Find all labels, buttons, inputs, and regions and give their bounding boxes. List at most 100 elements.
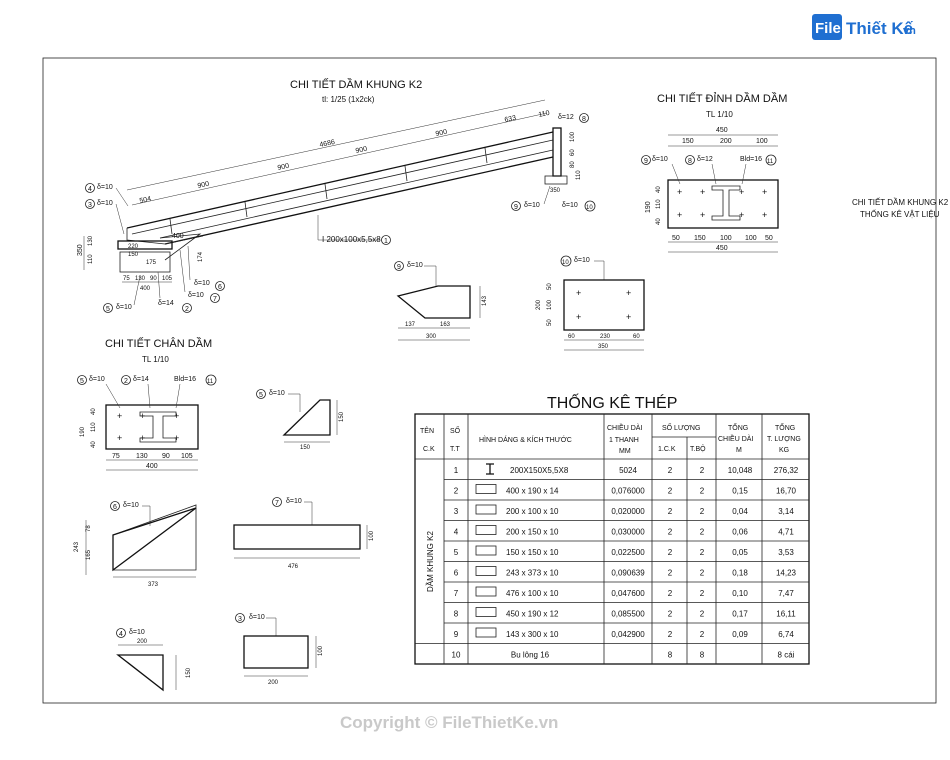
ridge-end-plate-bottom — [544, 175, 568, 185]
callout-label: δ=10 — [286, 498, 302, 505]
base-left-dim: 110 — [91, 422, 97, 432]
callout-number: 11 — [767, 159, 774, 165]
hdr-tl2: T. LƯỢNG — [767, 436, 801, 443]
length-per-bar: 0,076000 — [611, 487, 645, 496]
hdr-sl1: 1.C.K — [658, 446, 676, 453]
callout-label: δ=12 — [558, 114, 574, 121]
callout-label: δ=10 — [97, 184, 113, 191]
callout-9: 9 δ=10 — [511, 185, 551, 211]
length-per-bar: 5024 — [619, 466, 637, 475]
ridge-bottom-total: 450 — [716, 245, 728, 252]
stiffener — [244, 201, 248, 218]
part-4: 4 δ=10 200 150 — [116, 628, 192, 692]
length-per-bar: 0,020000 — [611, 507, 645, 516]
i-beam-icon — [486, 463, 494, 475]
part-10-plate — [563, 279, 645, 331]
callout-number: 2 — [185, 306, 189, 313]
qty-per-frame: 2 — [668, 589, 673, 598]
svg-text:+: + — [140, 411, 145, 421]
shape-dims: 200X150X5,5X8 — [510, 466, 569, 475]
part-10-hdim: 50 — [547, 283, 553, 290]
qty-total: 2 — [700, 487, 705, 496]
ridge-left-dim: 40 — [656, 218, 662, 225]
right-width: 350 — [550, 188, 561, 194]
qty-total: 2 — [700, 630, 705, 639]
total-weight: 8 cái — [778, 651, 795, 660]
stiffener — [169, 218, 173, 235]
callout-number: 2 — [124, 378, 128, 385]
callout-label: Bld=16 — [174, 376, 196, 383]
callout-label: Bld=16 — [740, 156, 762, 163]
ridge-top-dim: 200 — [720, 138, 732, 145]
hdr-so: SỐ — [450, 425, 461, 435]
qty-total: 8 — [700, 651, 705, 660]
segment-dim: 900 — [355, 146, 368, 155]
ridge-top-total: 450 — [716, 127, 728, 134]
qty-total: 2 — [700, 548, 705, 557]
base-left-dim: 40 — [91, 408, 97, 415]
part-9-width: 300 — [426, 334, 437, 340]
callout-label: δ=10 — [116, 304, 132, 311]
callout-number: 7 — [213, 296, 217, 303]
shape-dims: 200 x 150 x 10 — [506, 528, 559, 537]
part-10-hdim: 50 — [547, 319, 553, 326]
qty-total: 2 — [700, 589, 705, 598]
qty-per-frame: 2 — [668, 569, 673, 578]
callout-10: 10 δ=10 — [562, 200, 596, 212]
callout-number: 6 — [218, 284, 222, 291]
callout-number: 3 — [88, 202, 92, 209]
callout-label: δ=14 — [133, 376, 149, 383]
base-plate-lower — [119, 251, 171, 273]
ridge-bottom-dim: 150 — [694, 235, 706, 242]
part-7-width: 476 — [288, 564, 299, 570]
side-note-line1: CHI TIẾT DẦM KHUNG K2 — [852, 197, 949, 207]
total-length: 0,17 — [732, 610, 748, 619]
base-i-section — [139, 411, 177, 443]
svg-text:+: + — [739, 187, 744, 197]
brand-logo: File Thiết Kế .vn — [812, 14, 916, 40]
qty-total: 2 — [700, 610, 705, 619]
plate-shape-icon — [475, 484, 497, 494]
plate-shape-icon — [475, 607, 497, 617]
bottom-dim: 130 — [135, 276, 146, 282]
hdr-sl: SỐ LƯỢNG — [662, 422, 700, 432]
row-number: 3 — [454, 507, 459, 516]
right-dim: 80 — [570, 161, 576, 168]
hdr-ten2: C.K — [423, 446, 435, 453]
beam-scale: tl: 1/25 (1x2ck) — [322, 95, 375, 104]
base-left-dim: 40 — [91, 441, 97, 448]
logo-badge — [812, 14, 842, 40]
logo-box-text: File — [815, 20, 841, 37]
total-weight: 7,47 — [778, 589, 794, 598]
total-weight: 16,70 — [776, 487, 797, 496]
part-9-dim: 163 — [440, 322, 451, 328]
base-callout-5: 5 δ=10 — [77, 375, 121, 409]
qty-per-frame: 2 — [668, 528, 673, 537]
shape-dims: 476 x 100 x 10 — [506, 589, 559, 598]
callout-label: δ=10 — [524, 202, 540, 209]
ridge-top-dim: 100 — [756, 138, 768, 145]
callout-circle — [381, 235, 391, 245]
stiffener — [324, 183, 328, 200]
callout-number: 8 — [688, 158, 692, 165]
total-length: 0,09 — [732, 630, 748, 639]
base-total: 400 — [146, 463, 158, 470]
callout-number: 10 — [562, 260, 569, 266]
row-number: 1 — [454, 466, 459, 475]
length-per-bar: 0,022500 — [611, 548, 645, 557]
callout-number: 8 — [582, 116, 586, 123]
part-7-height: 100 — [369, 530, 375, 541]
hdr-cd1: CHIỀU DÀI — [607, 422, 642, 432]
callout-number: 9 — [514, 204, 518, 211]
base-bottom-dim: 105 — [181, 453, 193, 460]
part-10-wdim: 230 — [600, 334, 611, 340]
part-6: 6 δ=10 243 78 165 373 — [74, 501, 197, 588]
base-callout-11: 11 Bld=16 — [174, 374, 217, 409]
length-per-bar: 0,047600 — [611, 589, 645, 598]
part-6-height: 243 — [74, 541, 80, 552]
base-bottom-dim: 90 — [162, 453, 170, 460]
